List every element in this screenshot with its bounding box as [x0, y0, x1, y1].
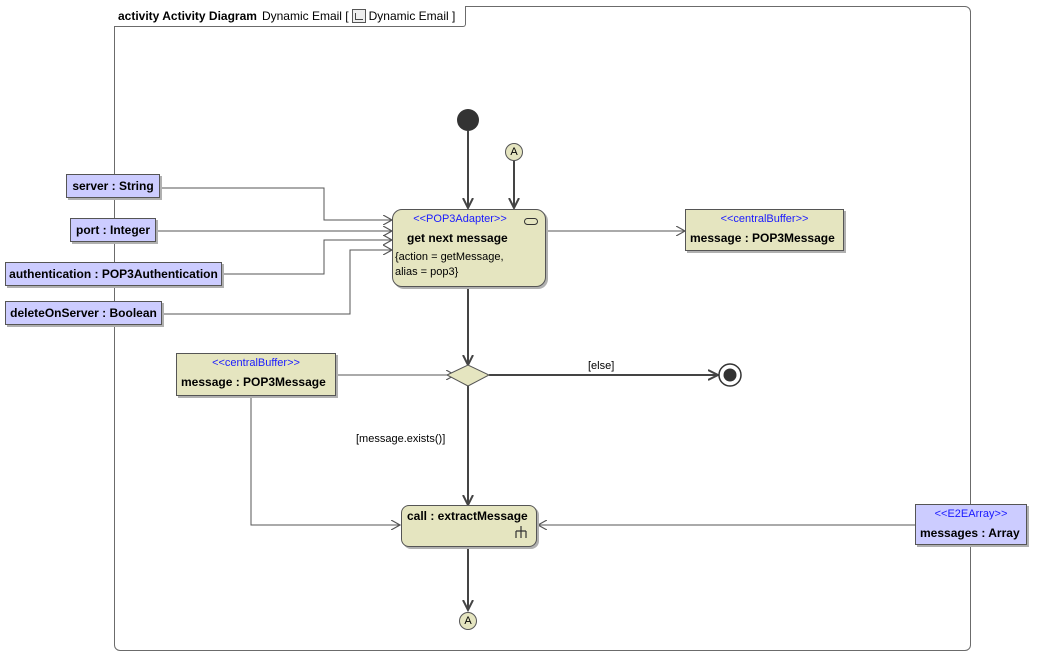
diagram-frame — [114, 6, 971, 651]
pin-server[interactable]: server : String — [66, 174, 160, 198]
rake-icon — [524, 218, 538, 225]
pin-authentication[interactable]: authentication : POP3Authentication — [5, 262, 222, 286]
activity-diagram-icon — [351, 9, 366, 23]
flow-buffer-to-call — [250, 396, 400, 525]
buffer-label: message : POP3Message — [181, 375, 326, 389]
decision-node[interactable] — [445, 364, 491, 387]
flow-deleteonserver-pin — [162, 250, 392, 315]
action-call-extract-message[interactable]: call : extractMessage — [401, 505, 537, 547]
frame-name: Dynamic Email [ — [261, 9, 349, 23]
pin-deleteonserver[interactable]: deleteOnServer : Boolean — [5, 301, 162, 325]
messages-array-pin[interactable]: <<E2EArray>> messages : Array — [915, 504, 1027, 545]
array-label: messages : Array — [920, 526, 1020, 540]
action-get-next-message[interactable]: <<POP3Adapter>> get next message {action… — [392, 209, 546, 287]
guard-message-exists: [message.exists()] — [356, 433, 446, 445]
buffer-label: message : POP3Message — [690, 231, 835, 245]
connector-a-top[interactable]: A — [505, 143, 523, 161]
action-constraint-2: alias = pop3} — [395, 266, 459, 278]
initial-node[interactable] — [457, 109, 479, 131]
central-buffer-right[interactable]: <<centralBuffer>> message : POP3Message — [685, 209, 844, 251]
call-behavior-rake-icon — [515, 526, 527, 538]
buffer-stereotype: <<centralBuffer>> — [212, 357, 300, 369]
action-constraint-1: {action = getMessage, — [395, 251, 504, 263]
pin-port[interactable]: port : Integer — [70, 218, 156, 242]
array-stereotype: <<E2EArray>> — [934, 508, 1008, 520]
frame-keyword: activity Activity Diagram — [118, 9, 257, 23]
action-stereotype: <<POP3Adapter>> — [413, 213, 507, 225]
action-title: get next message — [407, 231, 508, 245]
guard-else: [else] — [588, 360, 615, 372]
flow-server-pin — [160, 187, 392, 220]
diagram-frame-header: activity Activity Diagram Dynamic Email … — [114, 6, 467, 27]
central-buffer-left[interactable]: <<centralBuffer>> message : POP3Message — [176, 353, 336, 396]
flow-authentication-pin — [222, 240, 392, 275]
connector-a-bottom[interactable]: A — [459, 612, 477, 630]
buffer-stereotype: <<centralBuffer>> — [720, 213, 809, 225]
frame-ref: Dynamic Email ] — [368, 9, 456, 23]
call-label: call : extractMessage — [407, 509, 528, 523]
